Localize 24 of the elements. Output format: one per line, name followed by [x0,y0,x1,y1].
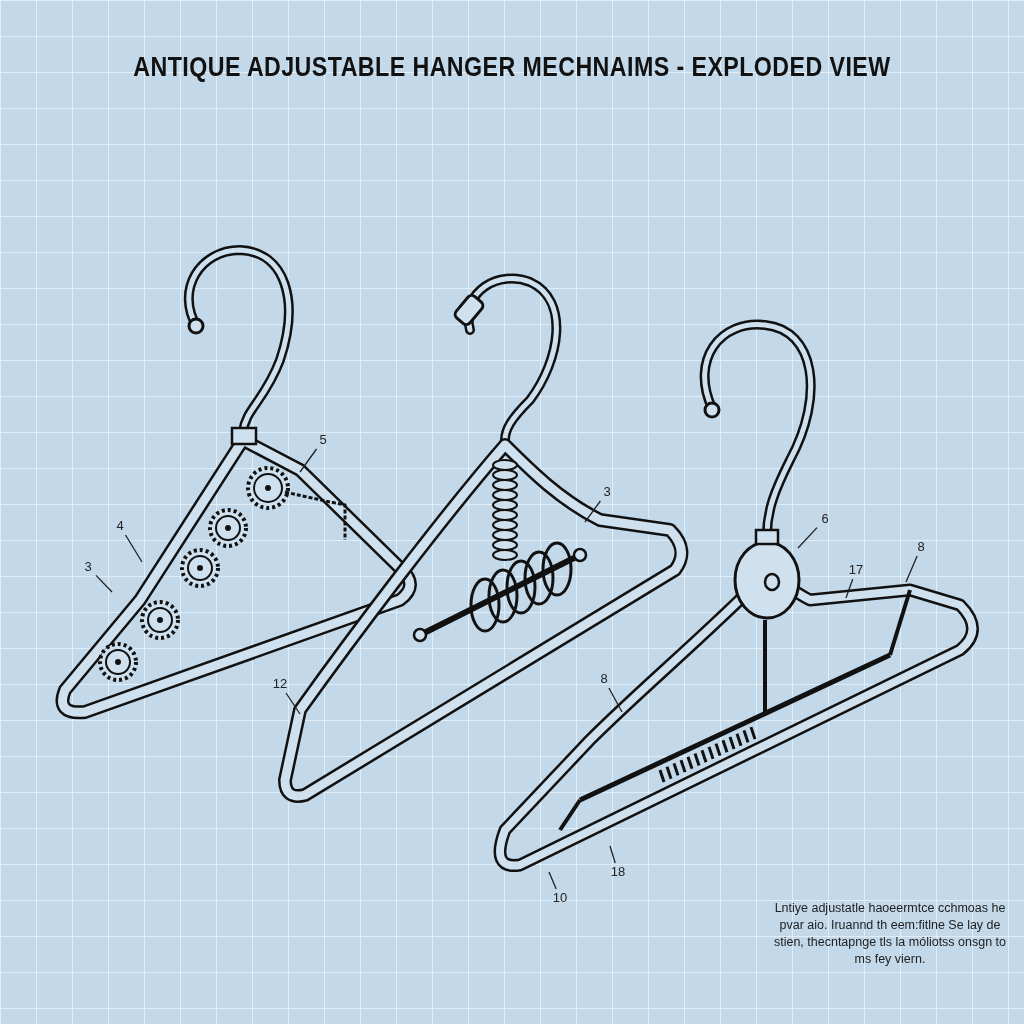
callout-number: 12 [268,675,292,693]
leader-line [548,871,557,890]
callout-number: 8 [592,670,616,688]
callout-number: 3 [76,558,100,576]
callout-number: 3 [595,483,619,501]
callout-number: 4 [108,517,132,535]
leader-line [905,555,918,583]
callout-number: 18 [606,863,630,881]
callout-number: 10 [548,889,572,907]
note-text: Lntiye adjustatle haoeermtce cchmoas he pvar aio. Iruannd th eem:fitlne Se lay de stien, thecntapnge tls la móliotss onsgn to ms fey viern. [772,900,1008,968]
leader-line [609,845,616,864]
leader-line [797,526,818,549]
callout-number: 5 [311,431,335,449]
leader-line [124,534,143,563]
callout-number: 17 [844,561,868,579]
title: ANTIQUE ADJUSTABLE HANGER MECHNAIMS - EXPLODED VIEW [132,52,892,83]
callout-number: 6 [813,510,837,528]
callout-number: 8 [909,538,933,556]
leader-line [584,500,602,523]
leader-line [608,687,623,713]
leader-line [95,574,113,593]
leader-line [845,578,854,599]
leader-line [299,448,318,473]
leader-line [285,692,301,715]
